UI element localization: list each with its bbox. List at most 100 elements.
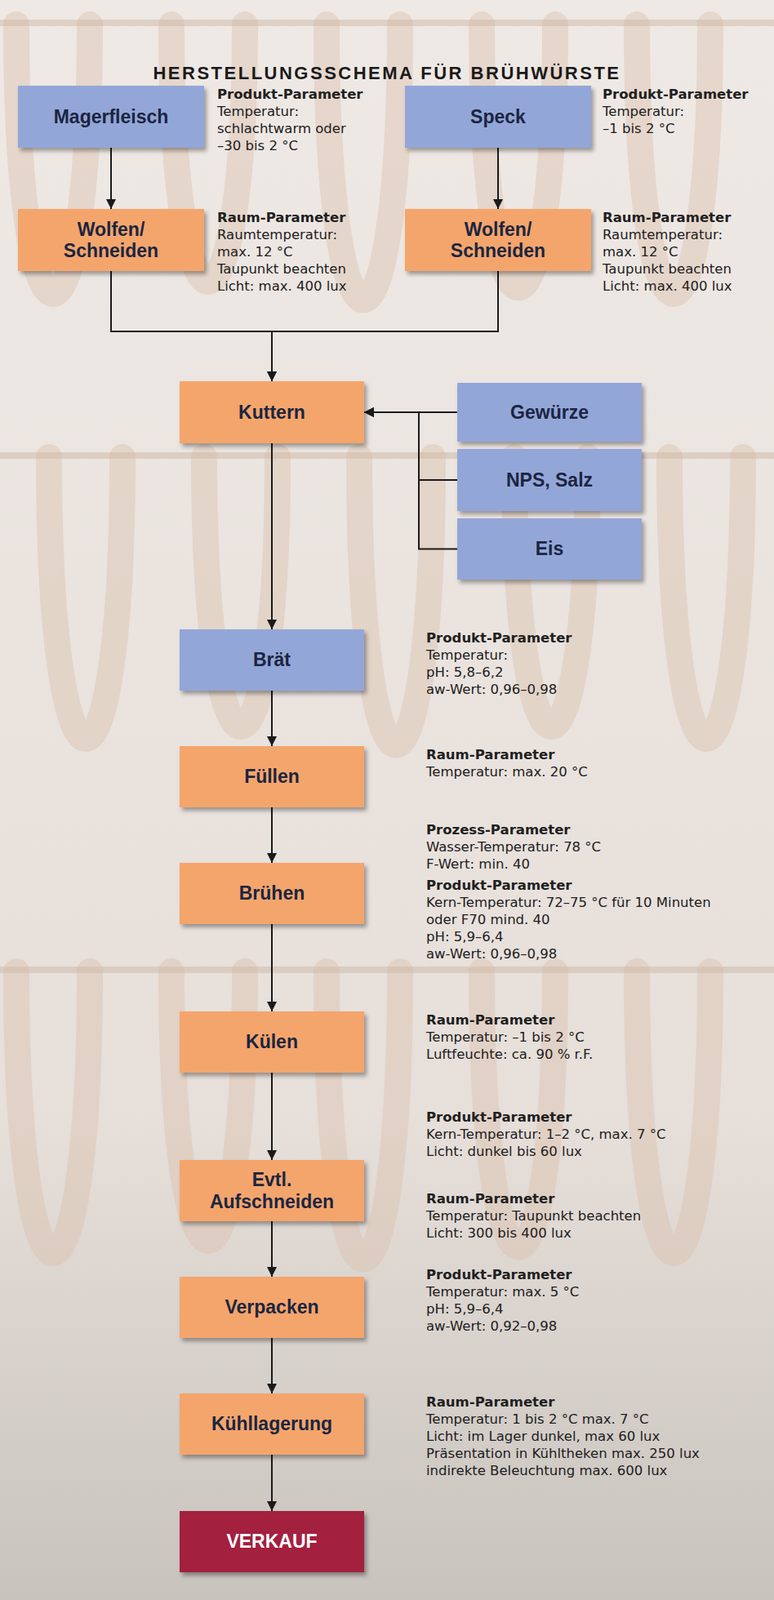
- parameter-value: Licht: dunkel bis 60 lux: [426, 1143, 667, 1161]
- parameter-group: Produkt-ParameterTemperatur: schlachtwar…: [217, 85, 364, 155]
- flow-arrow: [271, 1454, 273, 1512]
- process-step-box: Kuttern: [179, 381, 365, 444]
- parameter-value: F-Wert: min. 40: [426, 855, 601, 873]
- box-label: Magerfleisch: [53, 106, 170, 128]
- process-step-box: Wolfen/ Schneiden: [17, 209, 205, 272]
- flow-arrow: [364, 412, 458, 481]
- sausage-shape: [669, 457, 743, 739]
- parameter-heading: Raum-Parameter: [217, 209, 369, 227]
- parameter-group: Raum-ParameterTemperatur: max. 20 °C: [426, 746, 588, 781]
- process-step-box: Külen: [179, 1011, 365, 1073]
- parameter-heading: Produkt-Parameter: [217, 85, 364, 103]
- ingredient-box: Gewürze: [457, 382, 642, 442]
- box-label: NPS, Salz: [506, 469, 593, 491]
- box-label: Verpacken: [224, 1296, 319, 1318]
- box-label: Gewürze: [510, 401, 589, 423]
- parameter-value: Temperatur: 1 bis 2 °C max. 7 °C: [426, 1410, 700, 1428]
- ingredient-box: Eis: [457, 518, 642, 580]
- parameter-group: Produkt-ParameterTemperatur: –1 bis 2 °C: [602, 85, 749, 138]
- box-label: Evtl. Aufschneiden: [191, 1169, 353, 1213]
- box-label: Eis: [535, 538, 565, 560]
- parameter-value: Temperatur:: [426, 646, 573, 664]
- process-step-box: Brühen: [179, 862, 365, 925]
- parameter-value: pH: 5,9–6,4: [426, 1300, 579, 1318]
- process-step-box: Verpacken: [179, 1276, 365, 1339]
- flow-arrow: [271, 1072, 273, 1161]
- process-step-box: Füllen: [179, 746, 365, 808]
- parameter-group: Raum-ParameterRaumtemperatur: max. 12 °C…: [602, 209, 754, 295]
- box-label: Kühllagerung: [211, 1413, 333, 1435]
- parameter-heading: Raum-Parameter: [426, 1011, 593, 1029]
- parameter-heading: Raum-Parameter: [426, 746, 588, 764]
- sausage-shape: [359, 457, 433, 746]
- parameter-value: aw-Wert: 0,92–0,98: [426, 1317, 579, 1335]
- parameter-value: aw-Wert: 0,96–0,98: [426, 945, 733, 963]
- parameter-group: Prozess-ParameterWasser-Temperatur: 78 °…: [426, 821, 601, 873]
- smoke-stick: [0, 452, 774, 459]
- box-label: Brät: [253, 649, 291, 671]
- parameter-heading: Raum-Parameter: [426, 1393, 700, 1411]
- parameter-heading: Raum-Parameter: [426, 1190, 641, 1208]
- smoke-stick: [0, 19, 774, 27]
- parameter-value: Raumtemperatur: max. 12 °C: [217, 226, 369, 261]
- parameter-group: Produkt-ParameterTemperatur: max. 5 °CpH…: [426, 1266, 579, 1335]
- parameter-heading: Prozess-Parameter: [426, 821, 601, 839]
- box-label: Brühen: [239, 882, 306, 904]
- sausage-shape: [636, 971, 711, 1254]
- ingredient-box: Speck: [404, 85, 592, 148]
- parameter-value: Temperatur: –1 bis 2 °C: [602, 102, 694, 138]
- parameter-group: Raum-ParameterTemperatur: Taupunkt beach…: [426, 1190, 641, 1242]
- box-label: Kuttern: [238, 401, 306, 423]
- flow-arrow: [364, 412, 458, 550]
- parameter-value: Wasser-Temperatur: 78 °C: [426, 838, 601, 856]
- parameter-value: Raumtemperatur: max. 12 °C: [602, 226, 754, 261]
- flow-arrow: [110, 147, 112, 210]
- parameter-value: Taupunkt beachten: [217, 260, 369, 278]
- sausage-shape: [48, 457, 123, 739]
- flow-arrow: [271, 1338, 273, 1394]
- parameter-value: Kern-Temperatur: 72–75 °C für 10 Minuten…: [426, 894, 733, 929]
- end-box: VERKAUF: [179, 1511, 365, 1573]
- parameter-value: Temperatur: Taupunkt beachten: [426, 1207, 641, 1225]
- parameter-heading: Produkt-Parameter: [426, 876, 733, 895]
- sausage-shape: [16, 971, 90, 1254]
- box-label: Külen: [245, 1031, 299, 1053]
- box-label: VERKAUF: [226, 1530, 317, 1553]
- parameter-group: Produkt-ParameterKern-Temperatur: 72–75 …: [426, 876, 733, 963]
- parameter-value: pH: 5,9–6,4: [426, 928, 733, 946]
- ingredient-box: Brät: [179, 629, 365, 691]
- parameter-heading: Produkt-Parameter: [426, 629, 573, 647]
- parameter-value: Präsentation in Kühltheken max. 250 lux: [426, 1445, 700, 1463]
- parameter-value: Temperatur: –1 bis 2 °C: [426, 1028, 593, 1046]
- parameter-value: Licht: im Lager dunkel, max 60 lux: [426, 1427, 700, 1446]
- box-label: Wolfen/ Schneiden: [29, 218, 193, 263]
- parameter-heading: Produkt-Parameter: [426, 1266, 579, 1284]
- box-label: Wolfen/ Schneiden: [416, 218, 580, 263]
- flow-arrow: [271, 807, 273, 863]
- ingredient-box: NPS, Salz: [457, 449, 642, 512]
- parameter-value: Temperatur: schlachtwarm oder –30 bis 2 …: [217, 102, 352, 155]
- parameter-group: Raum-ParameterTemperatur: –1 bis 2 °CLuf…: [426, 1011, 593, 1064]
- parameter-value: pH: 5,8–6,2: [426, 663, 573, 681]
- parameter-value: Luftfeuchte: ca. 90 % r.F.: [426, 1045, 593, 1064]
- parameter-value: Licht: max. 400 lux: [602, 277, 754, 295]
- process-step-box: Evtl. Aufschneiden: [179, 1160, 365, 1222]
- ingredient-box: Magerfleisch: [17, 85, 205, 148]
- parameter-heading: Produkt-Parameter: [426, 1108, 667, 1126]
- flow-arrow: [271, 690, 273, 747]
- flow-arrow: [271, 443, 273, 630]
- parameter-value: Licht: max. 400 lux: [217, 277, 369, 295]
- parameter-value: Temperatur: max. 20 °C: [426, 763, 588, 781]
- parameter-value: aw-Wert: 0,96–0,98: [426, 680, 573, 699]
- process-step-box: Wolfen/ Schneiden: [404, 209, 592, 272]
- parameter-heading: Produkt-Parameter: [602, 85, 749, 103]
- flow-arrow: [497, 147, 499, 210]
- parameter-group: Raum-ParameterRaumtemperatur: max. 12 °C…: [217, 209, 369, 295]
- smoke-stick: [0, 966, 774, 974]
- process-step-box: Kühllagerung: [179, 1393, 365, 1455]
- parameter-group: Produkt-ParameterKern-Temperatur: 1–2 °C…: [426, 1108, 667, 1161]
- diagram-title: HERSTELLUNGSSCHEMA FÜR BRÜHWÜRSTE: [0, 62, 774, 85]
- parameter-value: Taupunkt beachten: [602, 260, 754, 278]
- parameter-group: Raum-ParameterTemperatur: 1 bis 2 °C max…: [426, 1393, 700, 1480]
